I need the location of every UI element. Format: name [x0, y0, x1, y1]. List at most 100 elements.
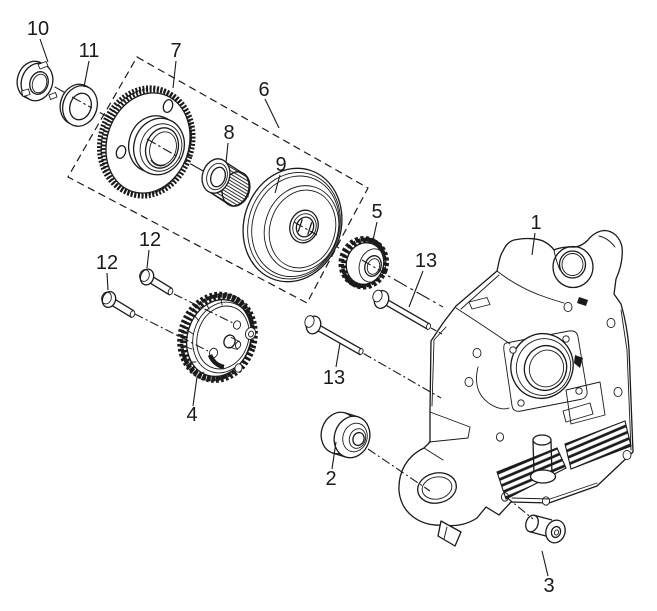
bolt-head	[101, 290, 117, 309]
gear-teeth	[180, 293, 258, 383]
callout-12a: 12	[139, 229, 161, 251]
leader-4	[192, 376, 198, 407]
washer-bore	[69, 92, 92, 121]
web-hole	[115, 145, 127, 159]
arch-pocket	[476, 366, 510, 410]
part-clutch-drum	[242, 167, 343, 283]
plate-hole	[244, 327, 257, 340]
bore-plate	[503, 330, 588, 412]
rib-band-right	[564, 420, 632, 470]
flange-slot	[577, 297, 588, 306]
callout-8: 8	[223, 122, 234, 144]
boss-eye-ring	[552, 245, 594, 289]
bearing-inner-race	[352, 431, 365, 447]
part-lock-nut	[16, 60, 58, 102]
part-idler-gear	[338, 235, 390, 290]
part-bolt-13b	[304, 315, 364, 356]
leader-10	[39, 38, 49, 63]
callout-7: 7	[170, 40, 181, 62]
leader-5	[372, 221, 378, 241]
nut-notch	[21, 88, 31, 97]
nut-notch	[37, 61, 49, 70]
left-edge-inner	[431, 326, 447, 407]
foot-tab	[437, 520, 462, 547]
leader-3	[541, 550, 549, 577]
leader-1	[531, 232, 536, 256]
axis-bolt-12a	[173, 293, 234, 324]
bolt-head	[372, 289, 383, 303]
boss-eye-hole	[558, 250, 587, 279]
drum-bore	[295, 216, 315, 238]
axis-bolt-13a	[430, 327, 443, 335]
callout-12b: 12	[96, 252, 118, 274]
leader-13b	[335, 342, 341, 368]
part-needle-bearing	[201, 158, 251, 207]
web-hole	[162, 99, 174, 113]
main-bore-ring	[515, 338, 572, 396]
callout-5: 5	[371, 201, 382, 223]
axis-bolt-12b	[134, 313, 209, 352]
part-large-gear	[96, 85, 196, 199]
leader-12b	[106, 272, 109, 291]
callout-3: 3	[543, 575, 554, 597]
part-bearing	[320, 411, 371, 459]
leader-8	[225, 142, 229, 164]
leader-7	[172, 60, 177, 89]
bore-bolt-hole	[517, 399, 525, 407]
axis-bolt-13b	[363, 353, 442, 399]
oil-pump-boss	[529, 434, 557, 484]
part-washer	[59, 83, 99, 127]
top-face-pad	[468, 297, 491, 310]
washer-face	[61, 85, 99, 127]
decompressor-slot	[207, 354, 225, 370]
part-bolt-12a	[139, 268, 174, 296]
nut-notch	[48, 92, 58, 100]
part-bolt-12b	[101, 290, 136, 318]
bolt-head	[304, 315, 315, 328]
part-plug-bolt	[525, 514, 566, 544]
nut-bore	[29, 71, 49, 95]
leader-13a	[408, 270, 424, 308]
gear-bore	[144, 127, 180, 169]
cam-pin	[234, 341, 242, 349]
drum-hub	[289, 209, 319, 244]
callout-2: 2	[325, 468, 336, 490]
axis-plug	[504, 495, 534, 520]
plate-hole	[234, 363, 243, 373]
gear-bore	[364, 255, 382, 277]
drum-rim	[242, 167, 343, 283]
boss-eye-hole-inner	[561, 253, 584, 276]
callout-1: 1	[530, 212, 541, 234]
pocket	[562, 402, 594, 423]
casting-seam	[455, 307, 511, 345]
axis-bearing	[367, 448, 431, 492]
main-bore-inner	[528, 349, 565, 388]
pocket	[565, 381, 606, 425]
left-step-flange	[428, 411, 471, 443]
part-bolt-13a	[372, 289, 432, 330]
cam-plate	[192, 301, 253, 374]
boss-seam	[553, 249, 561, 271]
callout-4: 4	[186, 404, 197, 426]
oil-passage-hole	[574, 355, 583, 368]
callout-leaders	[39, 38, 549, 577]
callout-labels: 1 2 3 4 5 6 7 8 9 10 11 12 12 13 13	[27, 18, 555, 597]
gear-teeth	[100, 87, 196, 199]
part-cam-gear-assembly	[177, 291, 258, 383]
mounting-foot	[417, 447, 462, 547]
center-axes-over	[71, 96, 534, 520]
leader-11	[83, 60, 90, 88]
bearing-face	[201, 158, 231, 194]
leader-2	[331, 441, 337, 470]
callout-13b: 13	[323, 367, 345, 389]
flange-bolt-holes	[464, 301, 632, 506]
assembly-group-box	[67, 56, 369, 304]
right-edge-inner	[620, 309, 632, 451]
hinge-lump-line	[598, 235, 616, 248]
bore-bolt-hole	[575, 387, 583, 395]
bore-bolt-hole	[562, 335, 570, 343]
part-crankcase	[398, 229, 634, 547]
callout-11: 11	[79, 40, 100, 62]
